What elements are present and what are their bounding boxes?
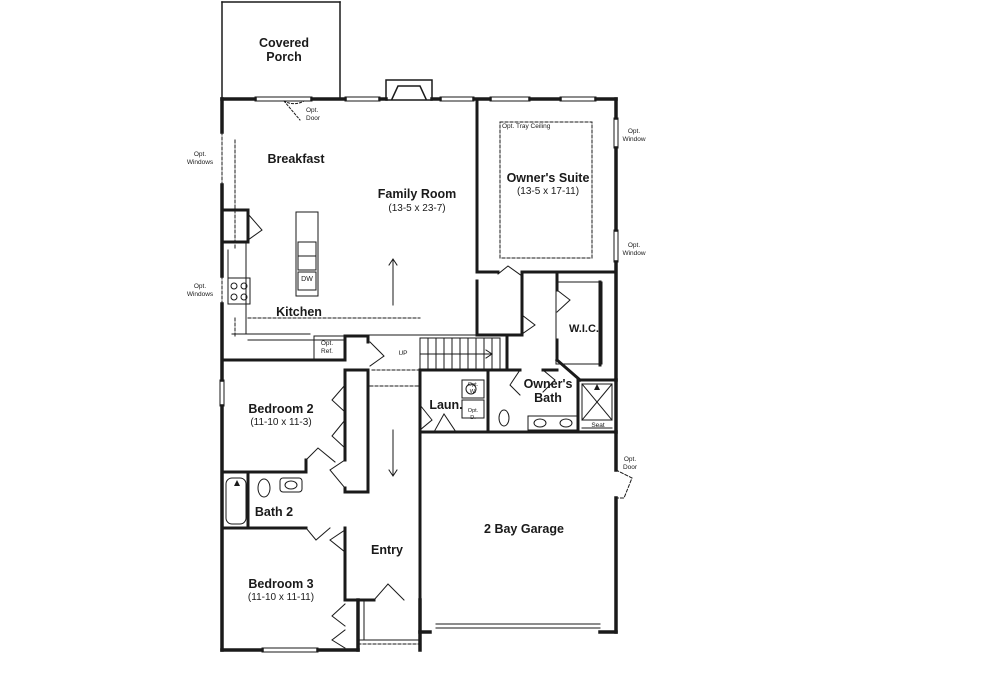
bath2-label: Bath 2 [254,505,294,519]
opt-window-lower-note: Opt. Window [622,242,646,257]
opt-w-note: Opt. W. [467,382,479,395]
owners-suite-dim: (13-5 x 17-11) [516,186,580,197]
breakfast-label: Breakfast [267,152,325,166]
bedroom2-label: Bedroom 2 [248,402,314,416]
opt-door-porch-note: Opt. Door [306,107,321,122]
wic-label: W.I.C. [569,323,599,335]
opt-windows-kitchen-note: Opt. Windows [186,283,214,298]
laundry-label: Laun. [429,398,463,412]
up-note: UP [398,350,408,357]
covered-porch-outline [221,1,341,100]
opt-ref-note: Opt. Ref. [320,340,334,355]
entry-label: Entry [371,543,403,557]
covered-porch-label: Covered Porch [258,36,310,65]
dw-note: DW [301,276,313,283]
owners-suite-label: Owner's Suite [506,171,590,185]
family-room-label: Family Room [377,187,457,201]
owners-bath-label: Owner's Bath [523,377,573,406]
optional-windows [221,131,633,499]
seat-note: Seat [591,422,605,429]
opt-door-garage-note: Opt. Door [622,456,638,471]
opt-window-upper-note: Opt. Window [622,128,646,143]
direction-arrows [388,258,398,477]
opt-windows-breakfast-note: Opt. Windows [186,151,214,166]
kitchen-label: Kitchen [276,305,322,319]
fireplace [385,79,433,101]
doors [247,100,571,649]
bedroom3-label: Bedroom 3 [248,577,314,591]
opt-tray-ceiling-note: Opt. Tray Ceiling [502,123,551,130]
fixture-marks [234,384,600,486]
interior-walls [220,97,618,634]
garage-label: 2 Bay Garage [484,522,564,536]
dashed-lines [234,121,593,645]
bedroom3-dim: (11-10 x 11-11) [247,592,315,603]
family-room-dim: (13-5 x 23-7) [388,203,446,214]
bedroom2-dim: (11-10 x 11-3) [250,417,312,428]
opt-d-note: Opt. D. [467,408,479,421]
